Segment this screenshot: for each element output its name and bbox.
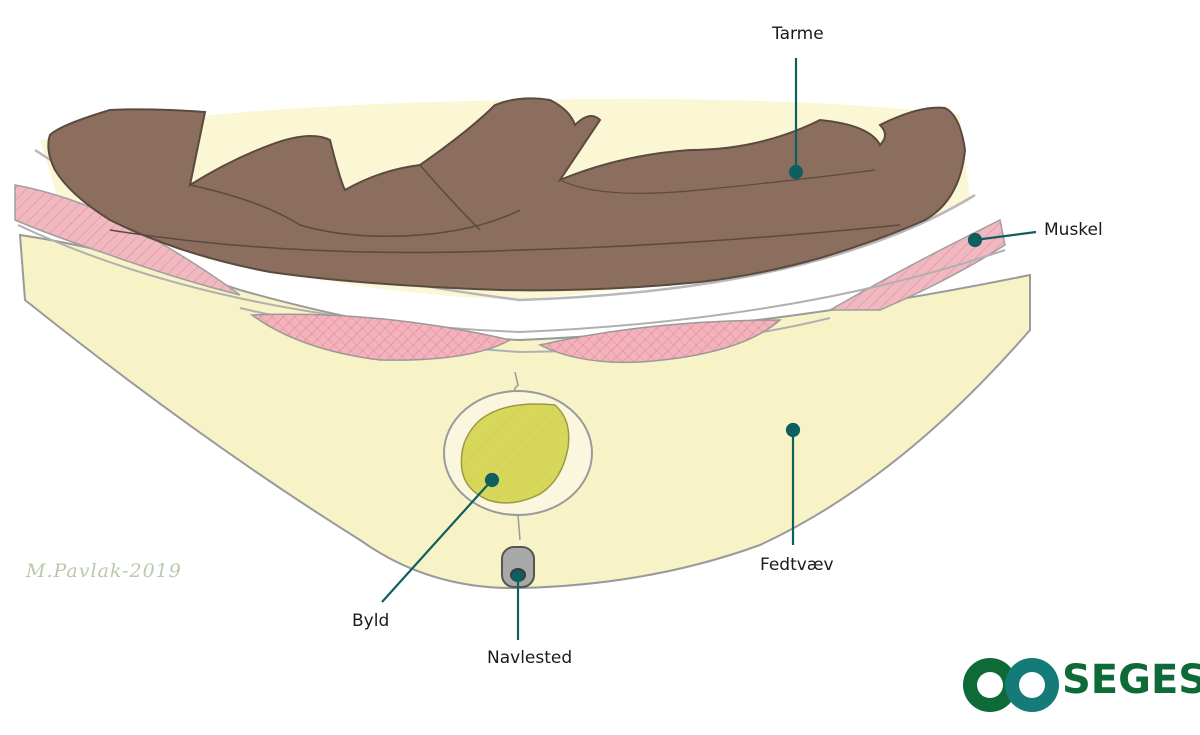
label-byld: Byld bbox=[352, 611, 390, 631]
label-fedtvaev: Fedtvæv bbox=[760, 555, 834, 575]
leader-lines bbox=[381, 58, 1037, 640]
intestine-mass bbox=[47, 97, 967, 292]
leader-dot-byld bbox=[484, 472, 500, 488]
artist-signature: M.Pavlak-2019 bbox=[26, 560, 182, 582]
label-tarme: Tarme bbox=[772, 24, 824, 44]
logo-brand-text: SEGES bbox=[1062, 657, 1200, 703]
leader-dot-muskel bbox=[967, 232, 983, 248]
leader-dot-fedtvaev bbox=[785, 422, 801, 438]
leader-dot-tarme bbox=[788, 164, 804, 180]
leader-dot-navlested bbox=[511, 569, 525, 583]
label-navlested: Navlested bbox=[487, 648, 573, 668]
seges-logo bbox=[963, 658, 1059, 712]
label-muskel: Muskel bbox=[1044, 220, 1103, 240]
fascia-line-lower bbox=[17, 224, 1006, 334]
